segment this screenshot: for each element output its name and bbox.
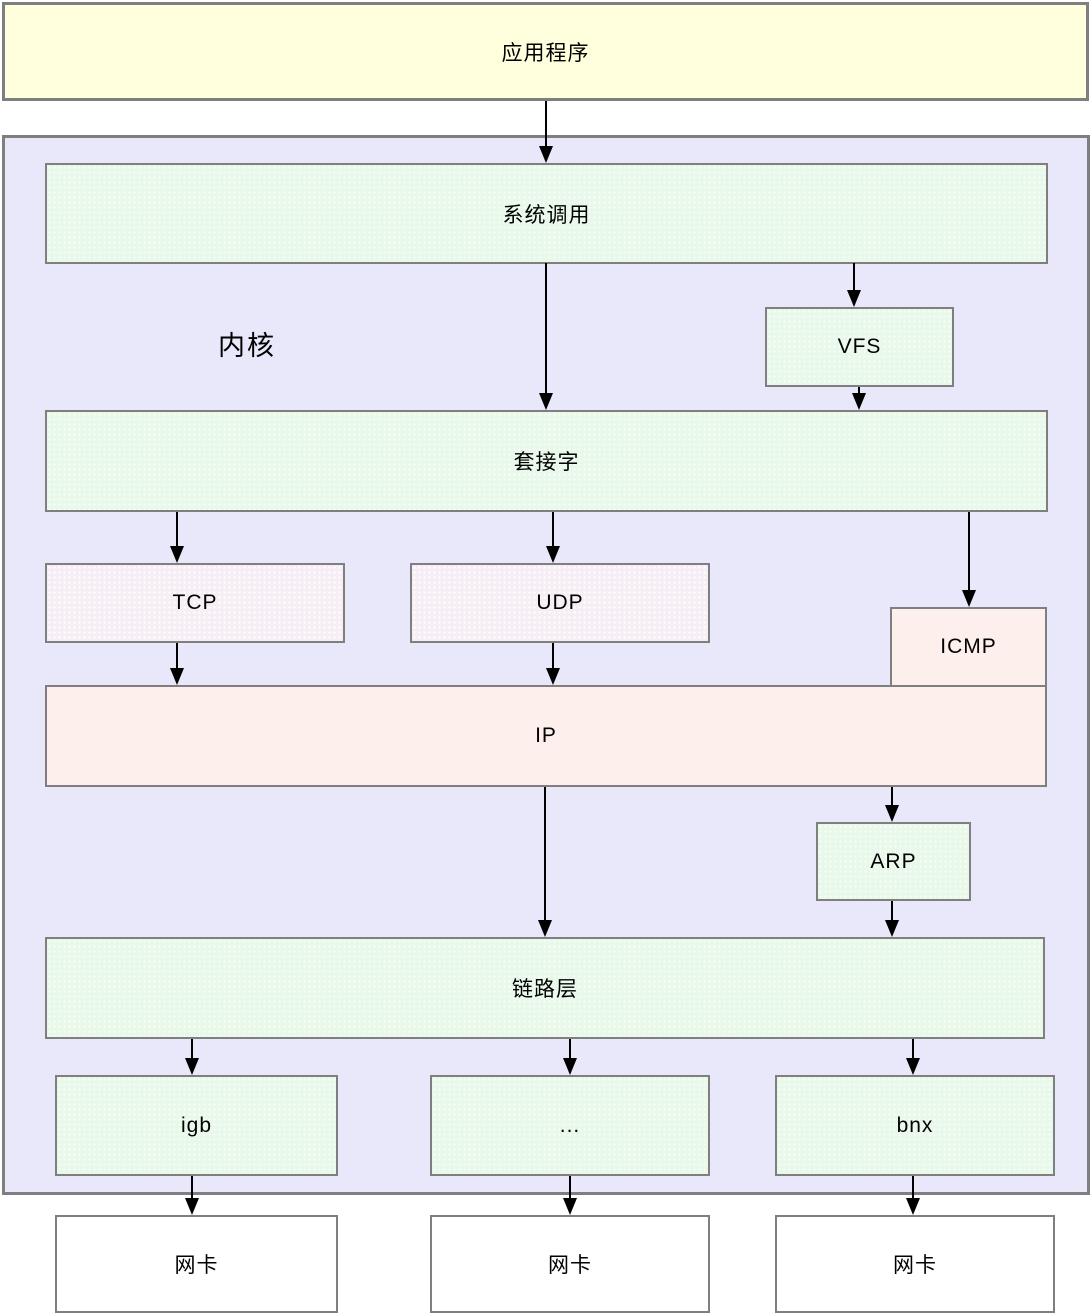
arrow-vfs-to-socket bbox=[852, 387, 866, 410]
arrow-socket-to-icmp bbox=[962, 512, 976, 607]
arrow-shaft bbox=[176, 643, 178, 671]
nic-box-3: 网卡 bbox=[775, 1215, 1055, 1313]
arrow-head-icon bbox=[563, 1058, 577, 1075]
arrow-ip-to-link-layer bbox=[538, 787, 552, 937]
arrow-bnx-to-nic bbox=[906, 1176, 920, 1215]
arrow-head-icon bbox=[906, 1058, 920, 1075]
arrow-head-icon bbox=[170, 668, 184, 685]
arrow-shaft bbox=[569, 1176, 571, 1201]
vfs-box: VFS bbox=[765, 307, 954, 387]
arrow-head-icon bbox=[538, 920, 552, 937]
arrow-shaft bbox=[191, 1176, 193, 1201]
link-layer-box: 链路层 bbox=[45, 937, 1045, 1039]
arrow-head-icon bbox=[906, 1198, 920, 1215]
arrow-udp-to-ip bbox=[546, 643, 560, 685]
driver-box-bnx: bnx bbox=[775, 1075, 1055, 1176]
arrow-link-to-bnx bbox=[906, 1039, 920, 1075]
arrow-syscall-to-vfs bbox=[847, 263, 861, 307]
arrow-app-to-syscall bbox=[539, 101, 553, 163]
arrow-socket-to-udp bbox=[546, 512, 560, 563]
arrow-head-icon bbox=[185, 1198, 199, 1215]
application-box: 应用程序 bbox=[2, 2, 1089, 101]
ip-box: IP bbox=[45, 685, 1047, 787]
driver-box-ellipsis: ... bbox=[430, 1075, 710, 1176]
arrow-head-icon bbox=[539, 146, 553, 163]
arrow-head-icon bbox=[546, 668, 560, 685]
arrow-tcp-to-ip bbox=[170, 643, 184, 685]
arrow-link-to-igb bbox=[185, 1039, 199, 1075]
arrow-shaft bbox=[545, 101, 547, 149]
nic-box-1: 网卡 bbox=[55, 1215, 338, 1313]
arrow-link-to-ellipsis bbox=[563, 1039, 577, 1075]
arrow-head-icon bbox=[539, 393, 553, 410]
kernel-label: 内核 bbox=[218, 331, 276, 361]
arrow-head-icon bbox=[847, 290, 861, 307]
arrow-head-icon bbox=[185, 1058, 199, 1075]
arrow-shaft bbox=[176, 512, 178, 549]
syscall-box: 系统调用 bbox=[45, 163, 1048, 264]
arrow-shaft bbox=[552, 643, 554, 671]
arrow-socket-to-tcp bbox=[170, 512, 184, 563]
arp-box: ARP bbox=[816, 822, 971, 901]
icmp-box: ICMP bbox=[890, 607, 1047, 687]
arrow-shaft bbox=[545, 263, 547, 396]
arrow-head-icon bbox=[546, 546, 560, 563]
arrow-arp-to-link-layer bbox=[885, 901, 899, 937]
arrow-head-icon bbox=[885, 805, 899, 822]
arrow-shaft bbox=[891, 901, 893, 923]
arrow-igb-to-nic bbox=[185, 1176, 199, 1215]
arrow-syscall-to-socket bbox=[539, 263, 553, 410]
udp-box: UDP bbox=[410, 563, 710, 643]
nic-box-2: 网卡 bbox=[430, 1215, 710, 1313]
arrow-shaft bbox=[544, 787, 546, 923]
arrow-shaft bbox=[968, 512, 970, 593]
arrow-shaft bbox=[853, 263, 855, 293]
arrow-ellipsis-to-nic bbox=[563, 1176, 577, 1215]
driver-box-igb: igb bbox=[55, 1075, 338, 1176]
arrow-shaft bbox=[569, 1039, 571, 1061]
arrow-head-icon bbox=[885, 920, 899, 937]
arrow-ip-to-arp bbox=[885, 787, 899, 822]
arrow-shaft bbox=[858, 387, 860, 396]
arrow-head-icon bbox=[962, 590, 976, 607]
socket-box: 套接字 bbox=[45, 410, 1048, 512]
arrow-shaft bbox=[912, 1039, 914, 1061]
arrow-shaft bbox=[912, 1176, 914, 1201]
arrow-shaft bbox=[191, 1039, 193, 1061]
arrow-shaft bbox=[552, 512, 554, 549]
arrow-head-icon bbox=[170, 546, 184, 563]
arrow-head-icon bbox=[852, 393, 866, 410]
arrow-shaft bbox=[891, 787, 893, 808]
tcp-box: TCP bbox=[45, 563, 345, 643]
arrow-head-icon bbox=[563, 1198, 577, 1215]
